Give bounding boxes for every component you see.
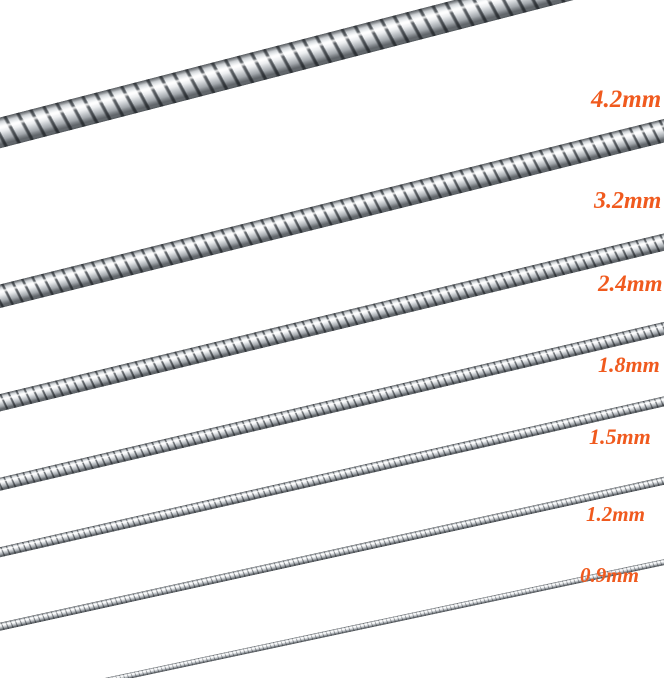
chain-size-label: 0.9mm bbox=[580, 563, 639, 587]
chain-strand bbox=[0, 544, 664, 678]
chain-body-shading bbox=[0, 544, 664, 678]
chain-size-label: 2.4mm bbox=[598, 271, 663, 296]
chain-size-label: 1.5mm bbox=[589, 424, 651, 449]
chain-size-label: 1.8mm bbox=[598, 352, 660, 377]
chain-size-label: 1.2mm bbox=[586, 502, 645, 526]
chain-rib-texture bbox=[0, 103, 664, 320]
chain-rib-texture bbox=[0, 544, 664, 678]
chain-rib-texture bbox=[0, 462, 664, 642]
chain-rib-texture bbox=[0, 218, 664, 423]
chain-rib-texture bbox=[0, 0, 664, 160]
chain-strand bbox=[0, 103, 664, 320]
chain-edge-shadow bbox=[0, 544, 664, 678]
chain-specular-highlight bbox=[0, 546, 664, 678]
chain-edge-shadow bbox=[0, 0, 664, 160]
chain-size-label: 3.2mm bbox=[594, 188, 662, 214]
chain-strand bbox=[0, 462, 664, 642]
chain-body-shading bbox=[0, 0, 664, 160]
chain-strand bbox=[0, 218, 664, 423]
chain-strand bbox=[0, 0, 664, 160]
chain-size-label: 4.2mm bbox=[591, 86, 662, 113]
